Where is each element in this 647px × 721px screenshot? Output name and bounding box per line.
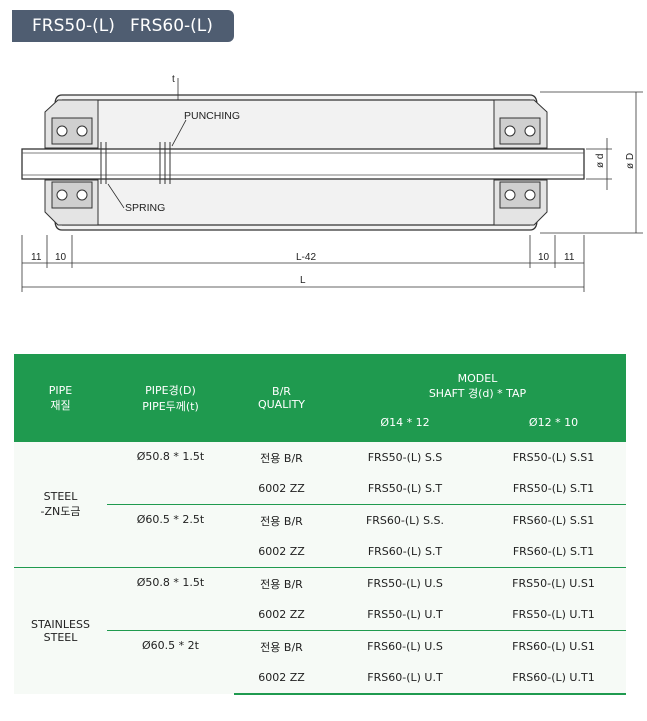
header-shaft-14: Ø14 * 12	[329, 402, 481, 442]
model-14-cell: FRS60-(L) S.S.	[329, 504, 481, 536]
br-cell: 전용 B/R	[234, 630, 329, 662]
model-14-cell: FRS60-(L) U.T	[329, 662, 481, 695]
header-row-top: PIPE 재질 PIPE경(D) PIPE두께(t) B/R QUALITY M…	[14, 354, 626, 442]
br-cell: 6002 ZZ	[234, 473, 329, 505]
roller-drawing: t PUNCHING SPRING ø d ø D 11 10 L-42 10 …	[21, 74, 643, 292]
br-cell: 전용 B/R	[234, 442, 329, 473]
model-14-cell: FRS50-(L) U.S	[329, 567, 481, 599]
table-row: 6002 ZZ FRS60-(L) U.T FRS60-(L) U.T1	[14, 662, 626, 695]
shaft-diameter-label: ø d	[595, 154, 606, 168]
br-cell: 6002 ZZ	[234, 662, 329, 695]
model-title-frs50: FRS50-(L)	[32, 16, 115, 36]
br-cell: 6002 ZZ	[234, 536, 329, 568]
table-row: 6002 ZZ FRS50-(L) S.T FRS50-(L) S.T1	[14, 473, 626, 505]
pipe-spec-cell: Ø50.8 * 1.5t	[107, 442, 234, 505]
model-12-cell: FRS60-(L) S.T1	[481, 536, 626, 568]
dim-overall-length: L	[300, 275, 306, 286]
thickness-label: t	[172, 74, 175, 85]
spring-label: SPRING	[125, 202, 165, 214]
dim-right-11: 11	[564, 252, 575, 263]
header-br-quality: B/R QUALITY	[234, 354, 329, 442]
br-cell: 전용 B/R	[234, 567, 329, 599]
dim-left-11: 11	[31, 252, 42, 263]
header-model: MODEL SHAFT 경(d) * TAP	[329, 354, 626, 402]
br-cell: 전용 B/R	[234, 504, 329, 536]
shaft	[21, 148, 585, 180]
outer-diameter-label: ø D	[625, 153, 636, 169]
model-12-cell: FRS50-(L) U.S1	[481, 567, 626, 599]
model-title-frs60: FRS60-(L)	[130, 16, 213, 36]
pipe-spec-cell: Ø60.5 * 2.5t	[107, 504, 234, 568]
model-12-cell: FRS60-(L) U.S1	[481, 630, 626, 662]
model-14-cell: FRS50-(L) S.S	[329, 442, 481, 473]
dim-right-10: 10	[538, 252, 550, 263]
pipe-spec-cell: Ø60.5 * 2t	[107, 630, 234, 694]
table-row: Ø60.5 * 2.5t 전용 B/R FRS60-(L) S.S. FRS60…	[14, 504, 626, 568]
br-cell: 6002 ZZ	[234, 599, 329, 631]
table-row: 6002 ZZ FRS60-(L) S.T FRS60-(L) S.T1	[14, 536, 626, 568]
model-12-cell: FRS60-(L) S.S1	[481, 504, 626, 536]
model-14-cell: FRS50-(L) S.T	[329, 473, 481, 505]
material-cell: STAINLESS STEEL	[14, 567, 107, 694]
title-tab: FRS50-(L) FRS60-(L)	[12, 10, 234, 42]
dim-inner-length: L-42	[296, 252, 316, 263]
pipe-spec-cell: Ø50.8 * 1.5t	[107, 567, 234, 631]
table-row: STEEL -ZN도금 Ø50.8 * 1.5t 전용 B/R FRS50-(L…	[14, 442, 626, 568]
spec-table: PIPE 재질 PIPE경(D) PIPE두께(t) B/R QUALITY M…	[14, 354, 626, 695]
header-pipe-spec: PIPE경(D) PIPE두께(t)	[107, 354, 234, 442]
header-shaft-12: Ø12 * 10	[481, 402, 626, 442]
table-row: Ø60.5 * 2t 전용 B/R FRS60-(L) U.S FRS60-(L…	[14, 630, 626, 694]
model-12-cell: FRS50-(L) S.T1	[481, 473, 626, 505]
dim-left-10: 10	[55, 252, 67, 263]
model-14-cell: FRS50-(L) U.T	[329, 599, 481, 631]
model-12-cell: FRS50-(L) U.T1	[481, 599, 626, 631]
table-row: 6002 ZZ FRS50-(L) U.T FRS50-(L) U.T1	[14, 599, 626, 631]
punching-label: PUNCHING	[184, 110, 240, 122]
model-12-cell: FRS60-(L) U.T1	[481, 662, 626, 695]
table-row: STAINLESS STEEL Ø50.8 * 1.5t 전용 B/R FRS5…	[14, 567, 626, 694]
model-12-cell: FRS50-(L) S.S1	[481, 442, 626, 473]
model-14-cell: FRS60-(L) U.S	[329, 630, 481, 662]
model-14-cell: FRS60-(L) S.T	[329, 536, 481, 568]
header-row-sub: Ø14 * 12 Ø12 * 10	[14, 402, 626, 442]
header-pipe-material: PIPE 재질	[14, 354, 107, 442]
material-cell: STEEL -ZN도금	[14, 442, 107, 568]
